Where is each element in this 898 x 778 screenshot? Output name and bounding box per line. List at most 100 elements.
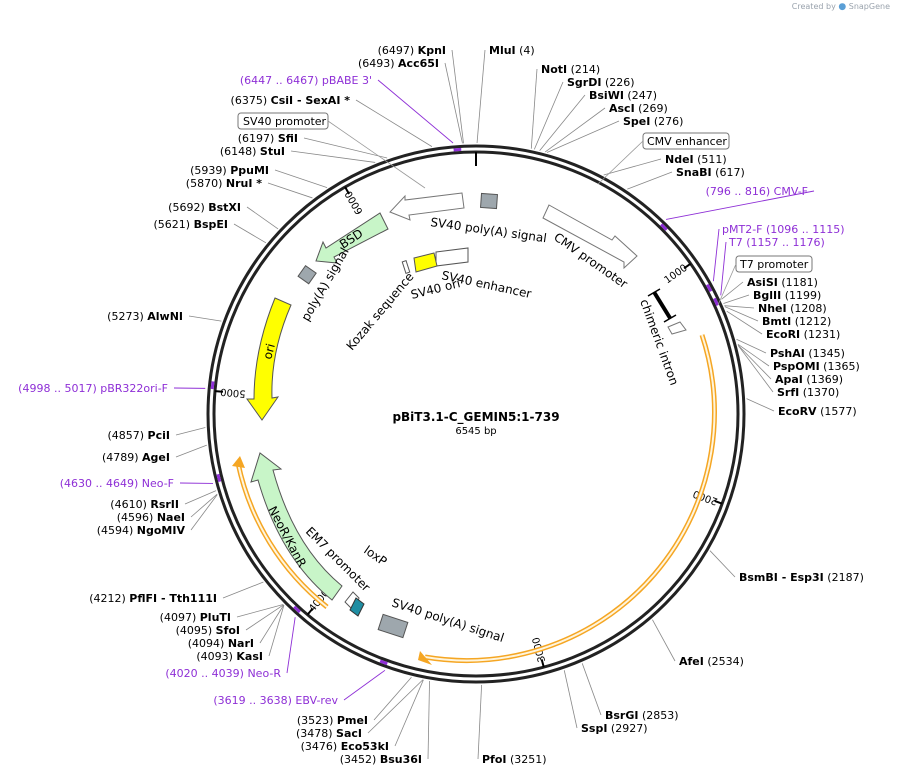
primer-mark-pbabe-3	[453, 147, 462, 152]
site-leader-bsrgi	[581, 663, 602, 716]
label-chimeric-intron: chimeric intron	[637, 297, 681, 387]
feature-neor-arrow	[250, 452, 343, 601]
site-label-apai: ApaI (1369)	[775, 373, 843, 386]
site-leader-agei	[175, 444, 207, 458]
site-leader-sfii	[303, 137, 388, 159]
site-leader-alwni	[188, 315, 222, 322]
site-leader-pspomi	[737, 343, 770, 367]
site-leader-nari	[259, 604, 285, 644]
primer-mark-neo-f	[216, 473, 222, 482]
site-label-ndei: NdeI (511)	[665, 153, 727, 166]
label-sv40-polya-top: SV40 poly(A) signal	[430, 215, 548, 245]
feature-gene-orange-right-inner	[424, 334, 716, 662]
feature-gene-orange-left-inner	[237, 462, 328, 608]
site-leader-sfoi	[245, 604, 284, 631]
site-leader-eco53ki	[394, 679, 424, 747]
site-leader-sgrdi	[533, 81, 564, 150]
site-leader-noti	[530, 68, 538, 149]
box-cmv-enhancer-label: CMV enhancer	[647, 135, 727, 148]
primer-marks	[173, 79, 815, 701]
site-label-sgrdi: SgrDI (226)	[567, 76, 635, 89]
site-label-ecorv: EcoRV (1577)	[778, 405, 857, 418]
tick-mark-3000	[540, 659, 545, 668]
site-label-pspomi: PspOMI (1365)	[773, 360, 860, 373]
primer-leader-pmt2-f	[712, 228, 720, 282]
site-leader-sspi	[563, 670, 578, 729]
site-leader-stui	[290, 150, 376, 163]
site-label-rsrii: (4610) RsrII	[110, 498, 179, 511]
site-leader-pshai	[736, 338, 767, 354]
primer-label-neo-r: (4020 .. 4039) Neo-R	[165, 667, 281, 680]
site-label-nhei: NheI (1208)	[758, 302, 827, 315]
site-leader-bsmbi-esp3i	[709, 550, 736, 578]
primer-label-ebv-rev: (3619 .. 3638) EBV-rev	[213, 694, 338, 707]
box-sv40-promoter-label: SV40 promoter	[243, 115, 327, 128]
tick-mark-1000	[683, 262, 692, 270]
site-label-acc65i: (6493) Acc65I	[358, 57, 439, 70]
primer-leader-neo-r	[286, 617, 296, 674]
site-label-bstxi: (5692) BstXI	[168, 201, 241, 214]
site-label-pmei: (3523) PmeI	[297, 714, 368, 727]
feature-loxp-arrow	[349, 597, 365, 617]
site-label-asisi: AsiSI (1181)	[747, 276, 818, 289]
site-leader-srfi	[737, 345, 774, 393]
site-label-afei: AfeI (2534)	[679, 655, 744, 668]
site-label-kasi: (4093) KasI	[196, 650, 263, 663]
site-label-srfi: SrfI (1370)	[777, 386, 839, 399]
site-label-pcii: (4857) PciI	[107, 429, 170, 442]
feature-chimeric-intron-cap1	[647, 288, 661, 297]
site-leaders	[175, 49, 775, 760]
site-leader-kpni	[451, 49, 464, 144]
site-label-ecori: EcoRI (1231)	[766, 328, 840, 341]
site-leader-bglii	[723, 294, 750, 304]
site-label-bsu36i: (3452) Bsu36I	[340, 753, 422, 766]
site-leader-bspei	[233, 223, 267, 244]
feature-chimeric-intron-cap2	[663, 314, 677, 323]
label-ori: ori	[260, 342, 278, 361]
site-leader-pmei	[373, 676, 412, 721]
label-sv40-polya-bottom: SV40 poly(A) signal	[390, 596, 506, 646]
site-leader-nrui	[267, 182, 313, 199]
primer-label-neo-f: (4630 .. 4649) Neo-F	[60, 477, 174, 490]
primer-mark-t7	[713, 297, 720, 306]
primer-mark-neo-r	[293, 605, 301, 614]
feature-cmv-promoter-arrow	[542, 204, 638, 270]
site-label-asci: AscI (269)	[609, 102, 668, 115]
site-leader-bstxi	[246, 206, 279, 230]
site-leader-ndei	[603, 158, 662, 176]
label-kozak: Kozak sequence	[344, 270, 417, 353]
site-label-mlui: MluI (4)	[489, 44, 535, 57]
feature-polya-gray	[297, 264, 317, 285]
tick-mark-2000	[714, 499, 723, 505]
tick-label-6000: 6000	[343, 189, 365, 217]
tick-mark-4000	[306, 607, 314, 616]
site-leader-kasi	[268, 605, 285, 657]
primer-labels: (6447 .. 6467) pBABE 3'(796 .. 816) CMV-…	[18, 74, 844, 707]
tick-label-5000: 5000	[220, 386, 246, 399]
site-label-bsrgi: BsrGI (2853)	[605, 709, 679, 722]
site-label-snabi: SnaBI (617)	[676, 166, 745, 179]
site-leader-ecori	[726, 310, 763, 335]
box-sv40-promoter: SV40 promoter	[237, 112, 426, 189]
box-t7-promoter-label: T7 promoter	[739, 258, 809, 271]
primer-mark-pmt2-f	[705, 283, 713, 293]
site-label-csii-sexai: (6375) CsiI - SexAI *	[231, 94, 351, 107]
site-leader-bsu36i	[427, 680, 430, 760]
site-leader-mlui	[476, 49, 486, 144]
plasmid-size: 6545 bp	[455, 426, 496, 437]
site-leader-pflfi-tth111i	[222, 581, 264, 599]
site-label-bglii: BglII (1199)	[753, 289, 821, 302]
site-label-kpni: (6497) KpnI	[378, 44, 446, 57]
site-leader-nhei	[724, 305, 755, 309]
primer-label-pmt2-f: pMT2-F (1096 .. 1115)	[722, 223, 845, 236]
plasmid-name: pBiT3.1-C_GEMIN5:1-739	[392, 410, 559, 425]
primer-label-pbr322ori-f: (4998 .. 5017) pBR322ori-F	[18, 382, 168, 395]
credit-brand: SnapGene	[848, 2, 890, 11]
credit-text: Created by	[791, 2, 836, 11]
site-leader-acc65i	[444, 62, 463, 144]
site-label-alwni: (5273) AlwNI	[107, 310, 183, 323]
site-leader-ppumi	[274, 169, 328, 188]
label-loxp: loxP	[361, 543, 389, 569]
box-cmv-enhancer: CMV enhancer	[597, 132, 730, 185]
